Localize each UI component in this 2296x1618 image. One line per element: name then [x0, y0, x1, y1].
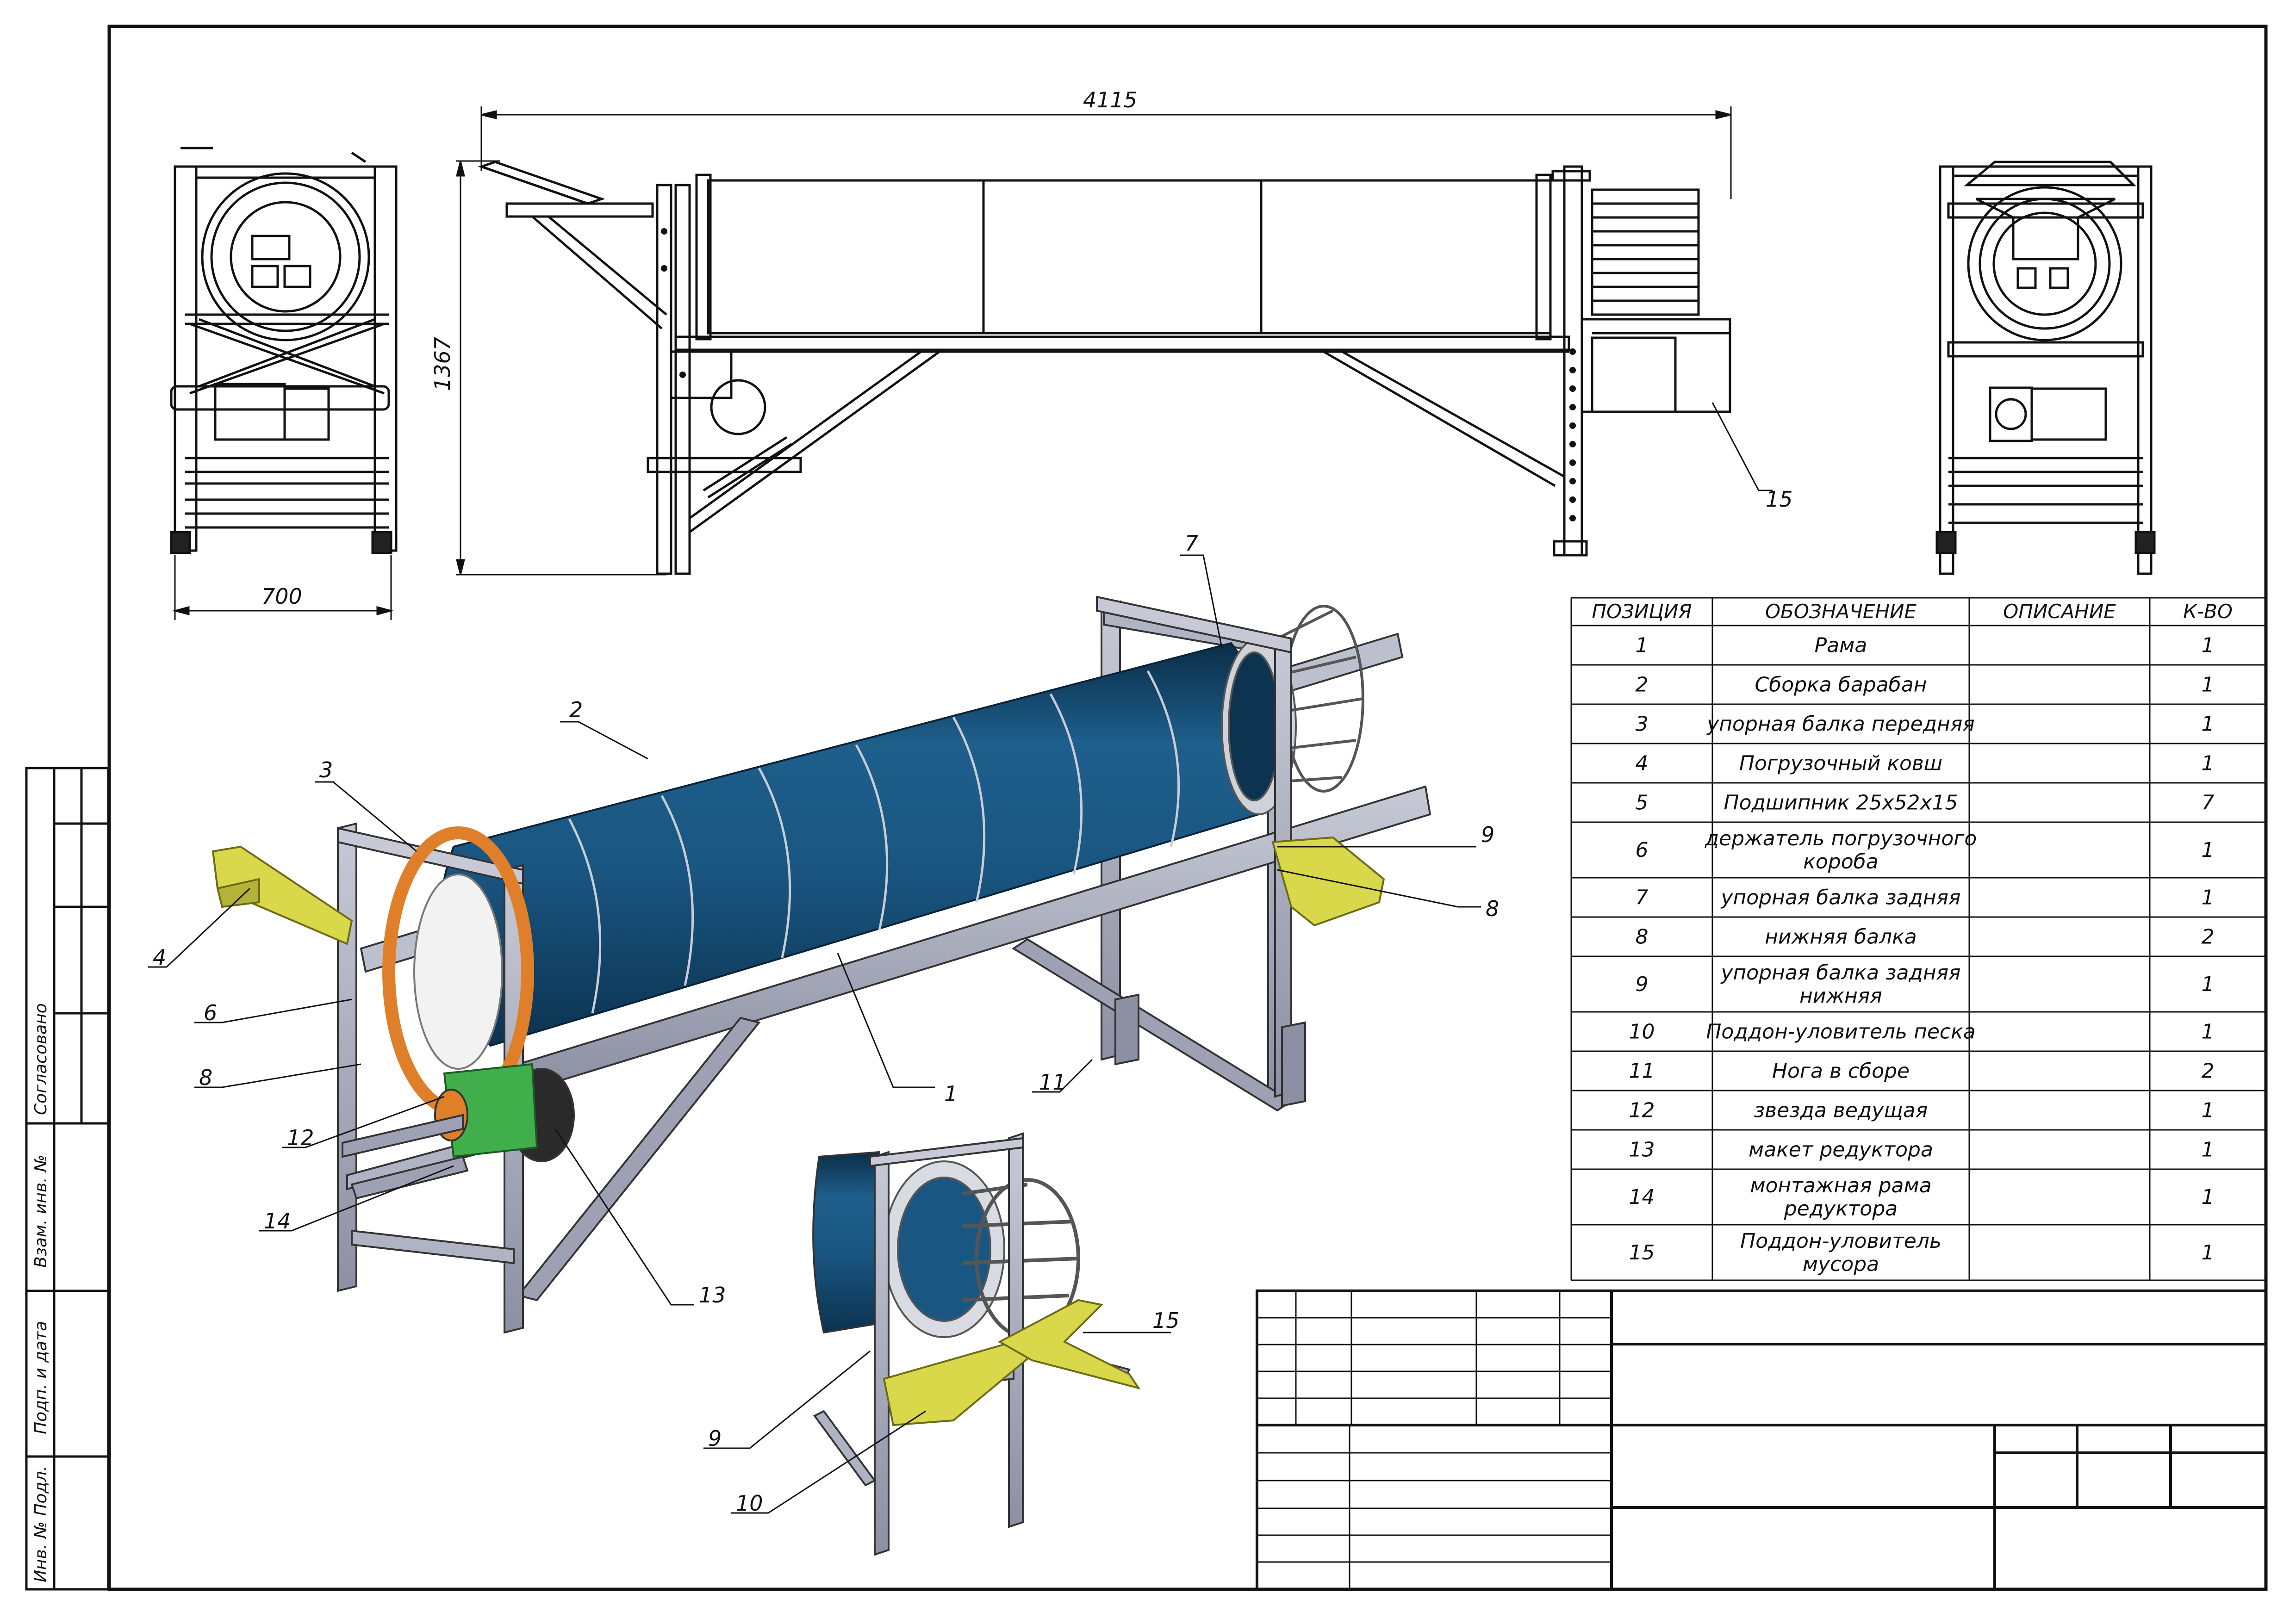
bom-qty: 1: [2202, 1185, 2215, 1209]
bom-pos: 12: [1629, 1099, 1655, 1122]
callout-number: 9: [1481, 822, 1494, 847]
stamp-agreed: Согласовано: [31, 1003, 50, 1115]
callout-number: 4: [153, 945, 166, 970]
bom-name: Поддон-уловитель: [1740, 1229, 1941, 1253]
callout-number: 7: [1185, 531, 1198, 556]
bom-pos: 9: [1636, 973, 1649, 996]
stamp-inv-orig: Инв. № Подл.: [31, 1466, 50, 1582]
bom-name: держатель погрузочного: [1705, 827, 1977, 850]
left-stamp: [25, 767, 110, 1591]
rear-view: [1935, 161, 2156, 575]
dim-height: [456, 160, 666, 576]
bom-pos: 7: [1636, 886, 1649, 910]
bom-qty: 1: [2202, 1138, 2215, 1162]
stamp-inv-replace: Взам. инв. №: [31, 1155, 50, 1268]
bom-name: Подшипник 25x52x15: [1724, 791, 1958, 815]
bom-name: редуктора: [1784, 1197, 1898, 1221]
callout-number: 13: [699, 1283, 726, 1308]
bom-name: Погрузочный ковш: [1739, 752, 1942, 775]
bom-name: макет редуктора: [1748, 1138, 1933, 1162]
bom-pos: 1: [1636, 634, 1649, 657]
bom-pos: 2: [1636, 673, 1649, 697]
dim-width-value: 700: [261, 584, 302, 609]
bom-qty: 1: [2202, 886, 2215, 910]
bom-name: нижняя: [1799, 984, 1882, 1008]
callout-leaders: [148, 402, 1773, 1514]
callout-number: 15: [1152, 1308, 1180, 1333]
dim-height-value: 1367: [430, 337, 455, 391]
bom-pos: 4: [1636, 752, 1649, 775]
bom-name: короба: [1803, 850, 1878, 874]
bom-header: К-ВО: [2183, 600, 2233, 623]
bom-qty: 1: [2202, 1241, 2215, 1265]
callout-number: 8: [1486, 896, 1499, 921]
bom-pos: 6: [1636, 838, 1649, 862]
bom-qty: 2: [2202, 925, 2215, 949]
bom-name: нижняя балка: [1765, 925, 1916, 949]
title-block: [1256, 1289, 2267, 1591]
dim-width: [172, 555, 394, 620]
bom-qty: 2: [2202, 1060, 2215, 1083]
iso-assembly: [212, 595, 1431, 1334]
bom-qty: 1: [2202, 673, 2215, 697]
bom-name: Сборка барабан: [1755, 673, 1927, 697]
bom-name: Нога в сборе: [1772, 1060, 1910, 1083]
callout-number: 1: [944, 1081, 958, 1106]
bom-pos: 8: [1636, 925, 1649, 949]
callout-number: 11: [1039, 1070, 1066, 1095]
side-view-holes: [661, 228, 1576, 521]
bom-qty: 1: [2202, 973, 2215, 996]
bom-pos: 15: [1629, 1241, 1655, 1265]
bom-pos: 10: [1629, 1020, 1655, 1044]
callout-number: 10: [736, 1491, 763, 1516]
bom-header: ОПИСАНИЕ: [2003, 600, 2116, 623]
bom-name: Рама: [1815, 634, 1867, 657]
bom-qty: 1: [2202, 713, 2215, 736]
bom-name: монтажная рама: [1750, 1174, 1931, 1197]
bom-name: мусора: [1803, 1252, 1879, 1276]
bom-qty: 1: [2202, 838, 2215, 862]
callout-number: 6: [204, 1000, 217, 1025]
bom-qty: 1: [2202, 634, 2215, 657]
dim-length-value: 4115: [1083, 87, 1137, 112]
bom-pos: 11: [1629, 1060, 1655, 1083]
callout-number: 2: [569, 697, 583, 722]
bom-pos: 3: [1636, 713, 1649, 736]
bom-header: ПОЗИЦИЯ: [1592, 600, 1692, 623]
dim-length: [480, 106, 1732, 199]
callout-number: 14: [264, 1209, 291, 1234]
callout-number: 8: [199, 1065, 212, 1090]
bom-qty: 1: [2202, 752, 2215, 775]
bom-pos: 14: [1629, 1185, 1655, 1209]
front-view: [170, 147, 398, 554]
callout-number: 12: [287, 1125, 314, 1150]
bom-qty: 1: [2202, 1099, 2215, 1122]
bom-header: ОБОЗНАЧЕНИЕ: [1765, 600, 1917, 623]
bom-pos: 5: [1636, 791, 1649, 815]
bom-pos: 13: [1629, 1138, 1655, 1162]
stamp-sign-date: Подп. и дата: [31, 1321, 50, 1434]
callout-number: 3: [319, 757, 333, 782]
title-block-grid: [1257, 1291, 1612, 1589]
bom-name: упорная балка задняя: [1720, 886, 1960, 910]
iso-detail: [812, 1132, 1141, 1556]
bom-name: Поддон-уловитель песка: [1706, 1020, 1975, 1044]
callout-number: 9: [708, 1426, 722, 1451]
side-view: [478, 161, 1731, 575]
bom-qty: 7: [2202, 791, 2215, 815]
bom-qty: 1: [2202, 1020, 2215, 1044]
callout-number: 15: [1766, 487, 1793, 512]
bom-name: упорная балка передняя: [1706, 713, 1975, 736]
bom-name: упорная балка задняя: [1720, 961, 1960, 985]
bom-name: звезда ведущая: [1754, 1099, 1928, 1122]
